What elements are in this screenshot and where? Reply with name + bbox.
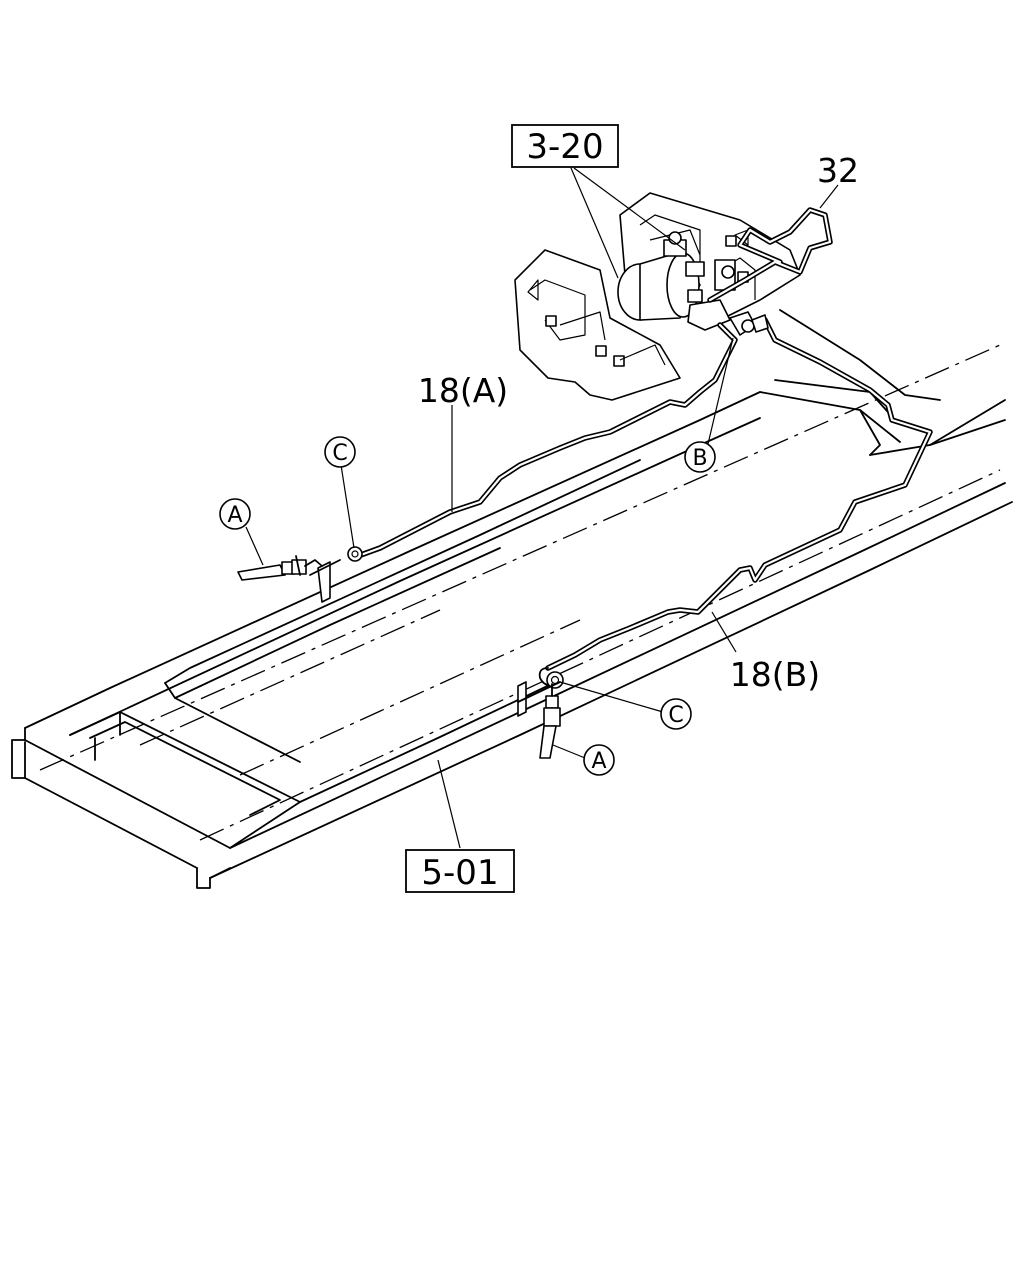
- pipe-18a: [355, 322, 738, 559]
- marker-c-right: C: [660, 698, 692, 730]
- fitting-right-c: [517, 671, 564, 717]
- marker-b-label: B: [692, 446, 707, 471]
- marker-a-left-label: A: [227, 503, 242, 528]
- marker-a-left: A: [219, 498, 251, 530]
- marker-c-left-label: C: [332, 441, 347, 466]
- reference-label-5-01: 5-01: [421, 853, 498, 893]
- leader-lines: [245, 167, 839, 849]
- callout-18b: 18(B): [730, 655, 820, 694]
- chassis-frame: [11, 309, 1013, 889]
- brake-valve-assembly: [514, 192, 801, 401]
- reference-box-3-20: 3-20: [511, 124, 619, 168]
- reference-label-3-20: 3-20: [526, 127, 603, 167]
- marker-a-right-label: A: [591, 749, 606, 774]
- pipe-32: [707, 207, 833, 303]
- marker-b: B: [684, 441, 716, 473]
- marker-c-right-label: C: [668, 703, 683, 728]
- callout-32: 32: [817, 151, 859, 190]
- reference-box-5-01: 5-01: [405, 849, 515, 893]
- marker-c-left: C: [324, 436, 356, 468]
- fitting-b: [729, 311, 769, 336]
- hose-left-a: [237, 555, 323, 581]
- hose-right-a: [539, 683, 561, 759]
- marker-a-right: A: [583, 744, 615, 776]
- callout-18a: 18(A): [418, 371, 508, 410]
- fitting-left-c: [309, 546, 363, 603]
